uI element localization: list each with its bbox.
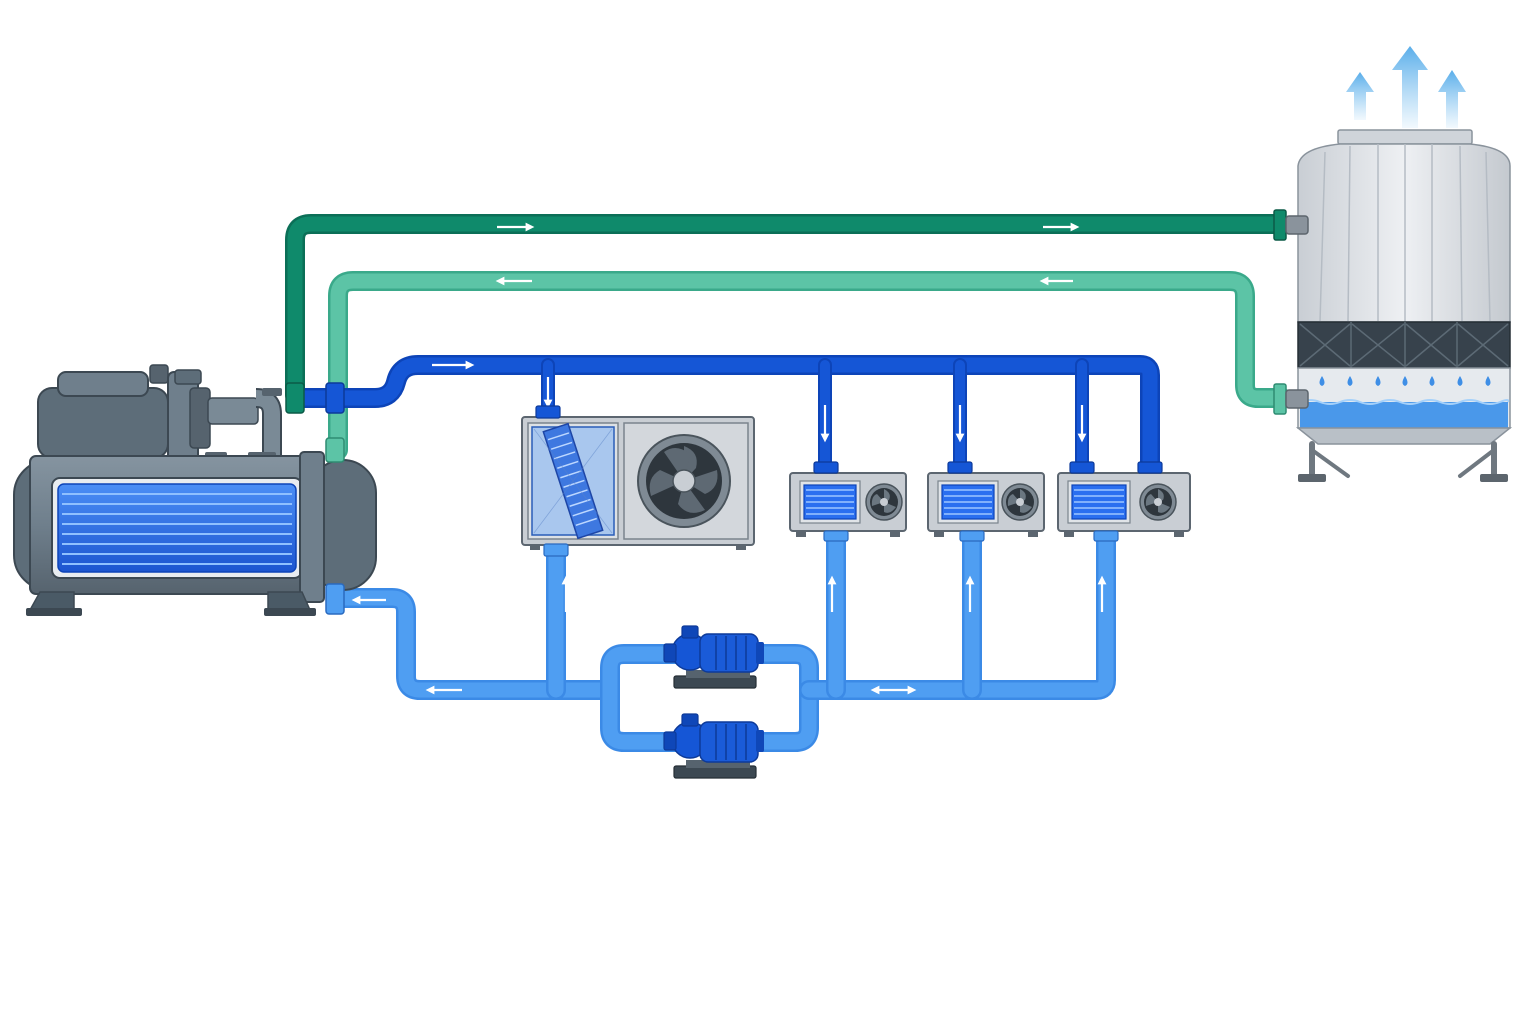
condenser-water-supply-pipe (285, 214, 1290, 405)
fan-coil-unit-3 (1057, 461, 1191, 542)
condenser-water-return-pipe (328, 271, 1292, 460)
flow-arrows (351, 222, 1107, 695)
fan-coil-unit-2 (927, 461, 1045, 542)
chilled-water-pump-2 (663, 713, 764, 779)
cooling-tower-icon (1273, 46, 1513, 482)
fan-coil-unit-1 (789, 461, 907, 542)
air-handling-unit-icon (521, 405, 755, 557)
water-cooled-chiller-icon (13, 364, 377, 616)
chilled-water-return-pipe (330, 528, 1116, 752)
vapor-arrows (1346, 46, 1466, 128)
chilled-water-pump-1 (663, 625, 764, 689)
